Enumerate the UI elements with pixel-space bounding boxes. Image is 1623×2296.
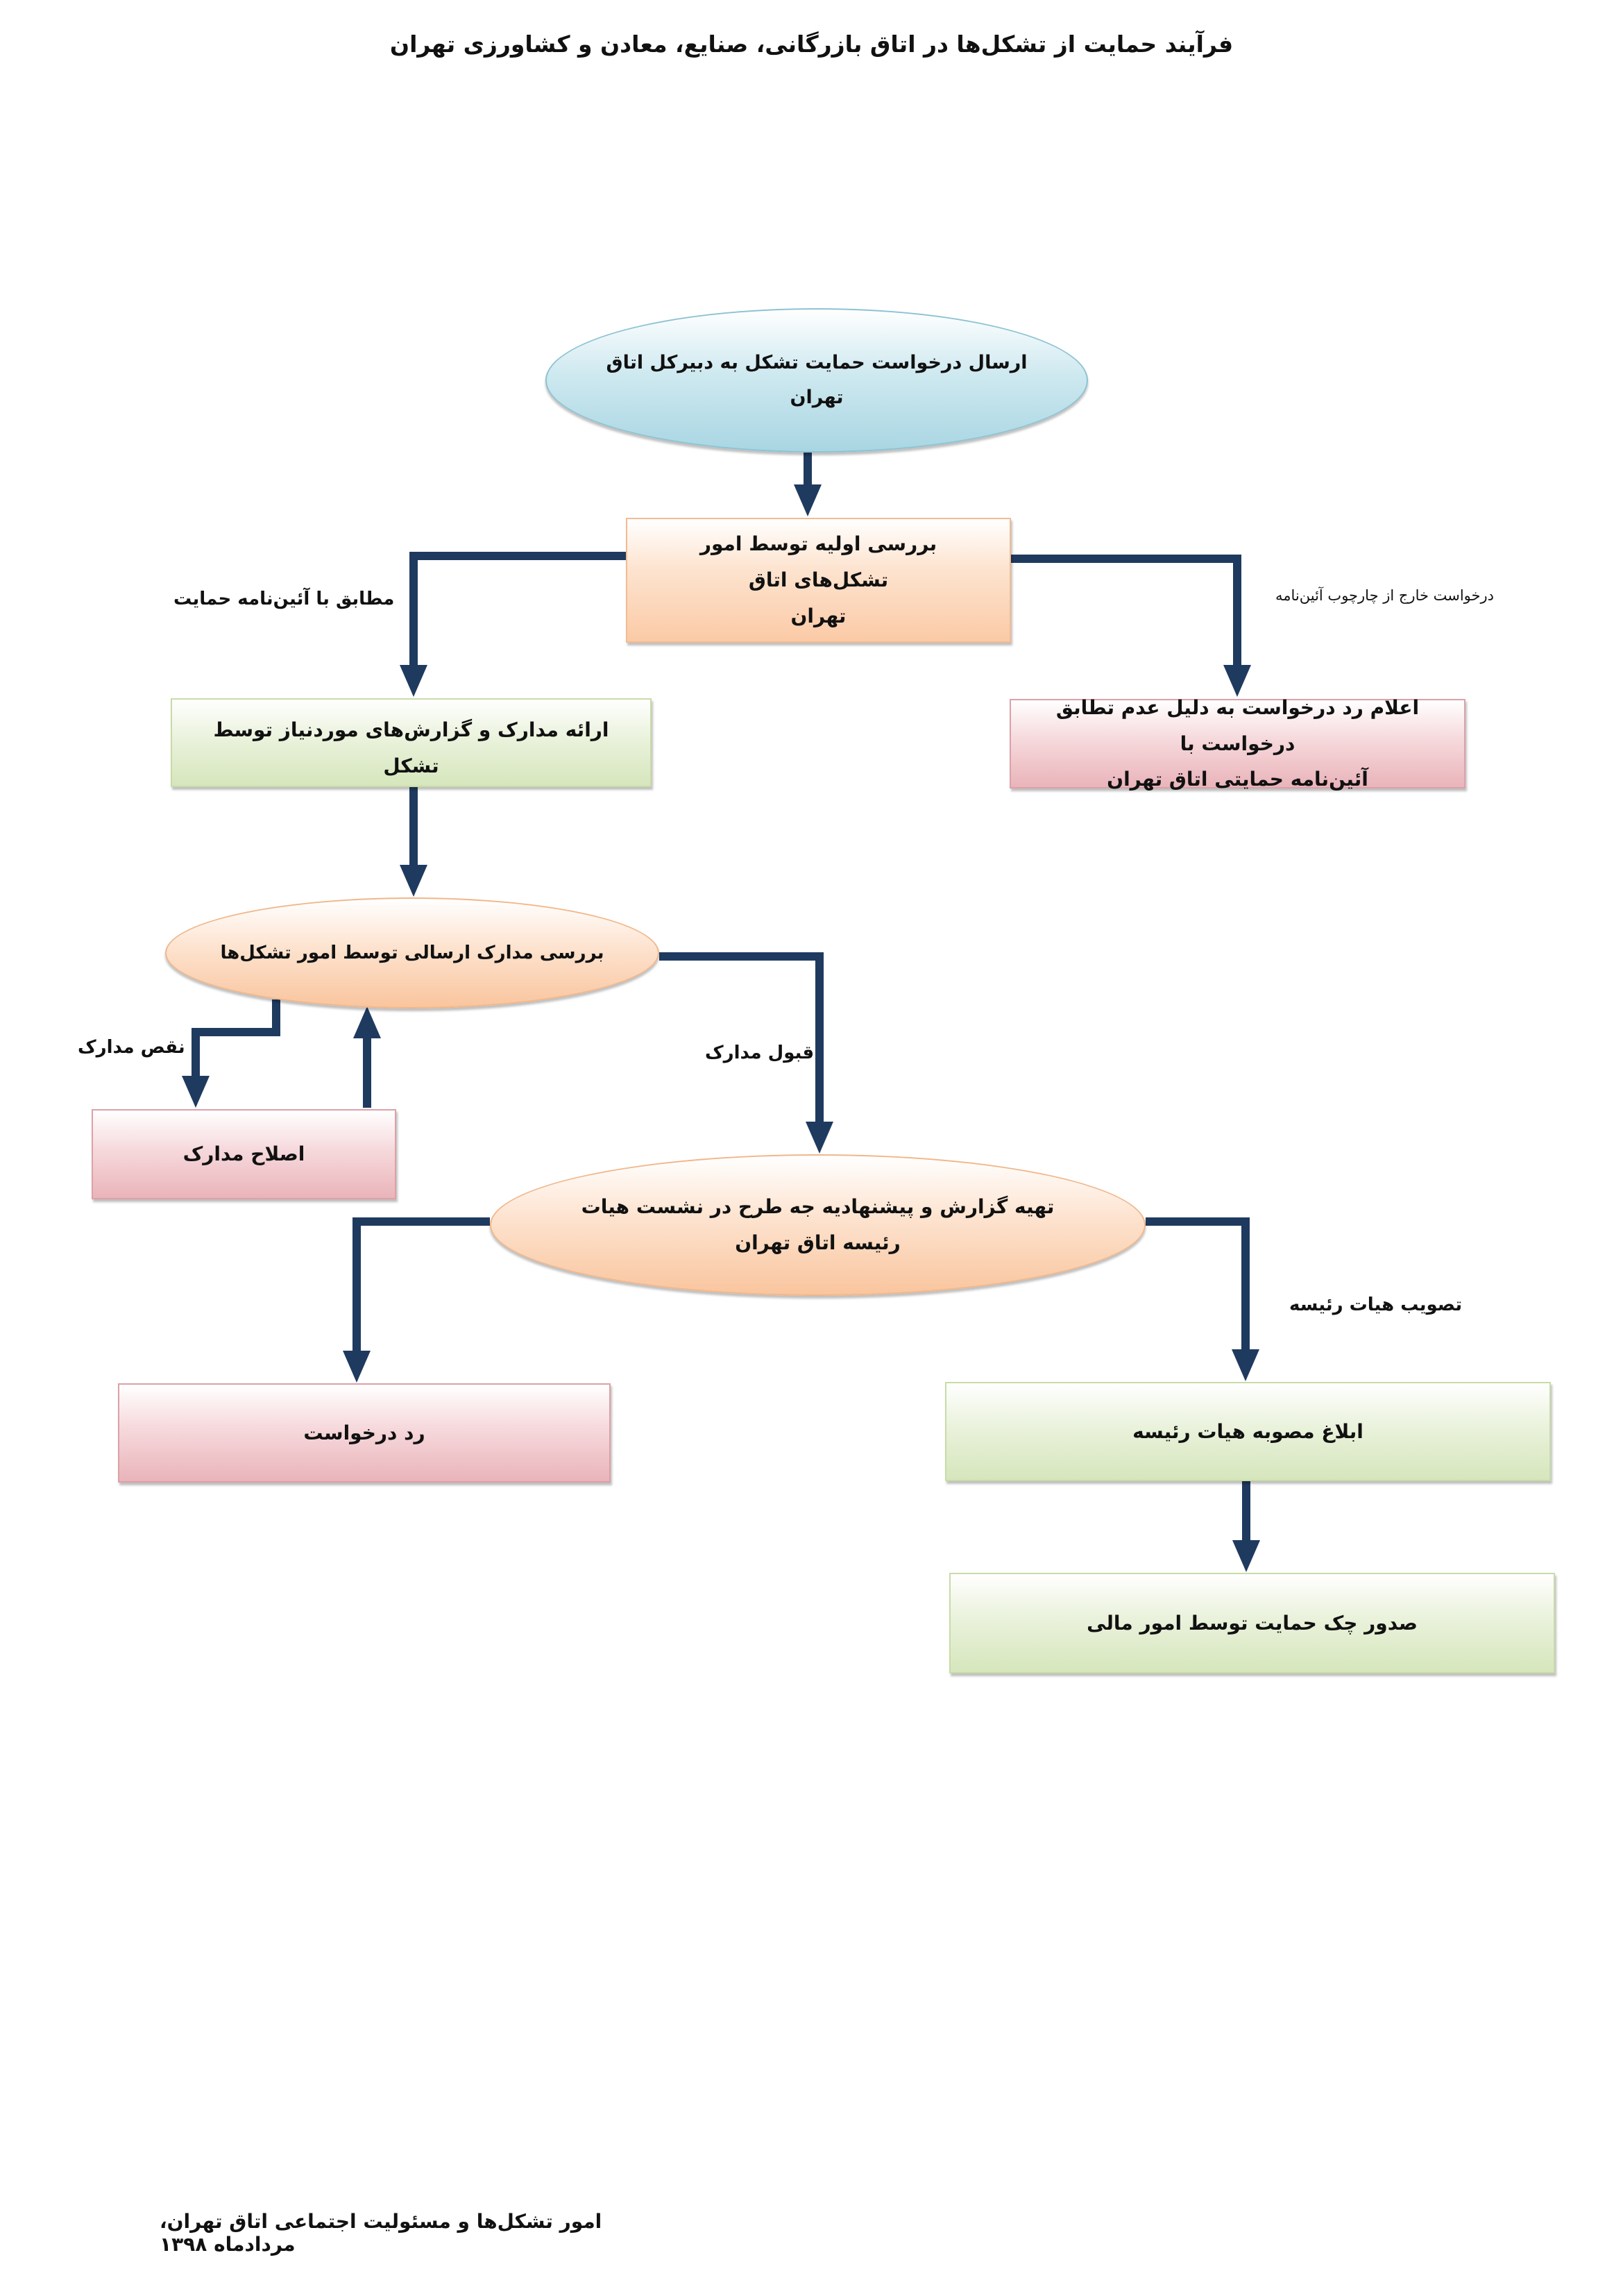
node-prepare-report-line1: تهیه گزارش و پیشنهادیه جه طرح در نشست هی… [581, 1195, 1055, 1219]
edge-prepare-to-announce-line [1146, 1217, 1250, 1351]
edge-label-outside-framework: درخواست خارج از چارچوب آئین‌نامه [1275, 587, 1494, 604]
edge-label-accepted-documents: قبول مدارک [705, 1043, 815, 1063]
edge-review-to-prepare-arrowhead [806, 1122, 833, 1154]
node-provide-documents: ارائه مدارک و گزارش‌های موردنیاز توسط تش… [171, 698, 652, 787]
node-announce-approval-line1: ابلاغ مصوبه هیات رئیسه [1132, 1419, 1363, 1443]
edge-review-to-reject-arrowhead [1223, 665, 1251, 697]
edge-provide-to-review-arrowhead [400, 865, 427, 897]
edge-label-missing-documents: نقص مدارک [78, 1037, 185, 1058]
node-initial-review-line1: بررسی اولیه توسط امور تشکل‌های اتاق [699, 532, 937, 592]
edge-prepare-to-announce-arrowhead [1232, 1349, 1259, 1381]
node-review-documents: بررسی مدارک ارسالی توسط امور تشکل‌ها [165, 897, 659, 1008]
edge-review-to-reject-line [1011, 555, 1241, 666]
node-review-documents-line1: بررسی مدارک ارسالی توسط امور تشکل‌ها [220, 942, 604, 963]
edge-fix-to-review-arrowhead [353, 1006, 381, 1038]
node-prepare-report-line2: رئیسه اتاق تهران [735, 1231, 901, 1254]
edge-review-to-fix-arrowhead [182, 1076, 210, 1108]
edge-label-board-approval: تصویب هیات رئیسه [1289, 1294, 1463, 1315]
edge-announce-to-check-arrowhead [1232, 1540, 1260, 1572]
edge-submit-to-review-arrowhead [794, 484, 822, 516]
node-submit-request-line2: تهران [790, 387, 844, 408]
edge-review-to-fix-line [192, 999, 280, 1077]
node-announce-approval: ابلاغ مصوبه هیات رئیسه [945, 1382, 1551, 1481]
node-reject-notice-line1: اعلام رد درخواست به دلیل عدم تطابق درخوا… [1055, 695, 1420, 755]
node-initial-review: بررسی اولیه توسط امور تشکل‌های اتاق تهران [626, 518, 1011, 643]
node-initial-review-line2: تهران [790, 604, 847, 627]
page-footer: امور تشکل‌ها و مسئولیت اجتماعی اتاق تهرا… [160, 2210, 602, 2256]
node-reject-notice: اعلام رد درخواست به دلیل عدم تطابق درخوا… [1010, 696, 1465, 791]
edge-prepare-to-reject-line [352, 1217, 490, 1352]
node-submit-request: ارسال درخواست حمایت تشکل به دبیرکل اتاق ت… [545, 308, 1088, 453]
edge-review-to-prepare-line [659, 952, 824, 1123]
node-reject-request: رد درخواست [118, 1383, 611, 1483]
node-issue-check: صدور چک حمایت توسط امور مالی [949, 1573, 1555, 1673]
node-reject-notice-line2: آئین‌نامه حمایتی اتاق تهران [1107, 768, 1368, 791]
edge-review-to-provide-arrowhead [400, 665, 427, 697]
node-prepare-report: تهیه گزارش و پیشنهادیه جه طرح در نشست هی… [490, 1154, 1146, 1296]
node-provide-documents-line1: ارائه مدارک و گزارش‌های موردنیاز توسط تش… [213, 718, 609, 777]
edge-review-to-provide-line [409, 552, 626, 666]
edge-prepare-to-reject-arrowhead [343, 1351, 371, 1383]
edge-label-compliant: مطابق با آئین‌نامه حمایت [173, 589, 395, 609]
page-title: فرآیند حمایت از تشکل‌ها در اتاق بازرگانی… [389, 31, 1234, 58]
node-fix-documents-line1: اصلاح مدارک [182, 1142, 305, 1166]
node-fix-documents: اصلاح مدارک [92, 1109, 396, 1199]
node-issue-check-line1: صدور چک حمایت توسط امور مالی [1087, 1611, 1418, 1635]
node-reject-request-line1: رد درخواست [303, 1421, 425, 1444]
node-submit-request-line1: ارسال درخواست حمایت تشکل به دبیرکل اتاق [606, 352, 1028, 374]
